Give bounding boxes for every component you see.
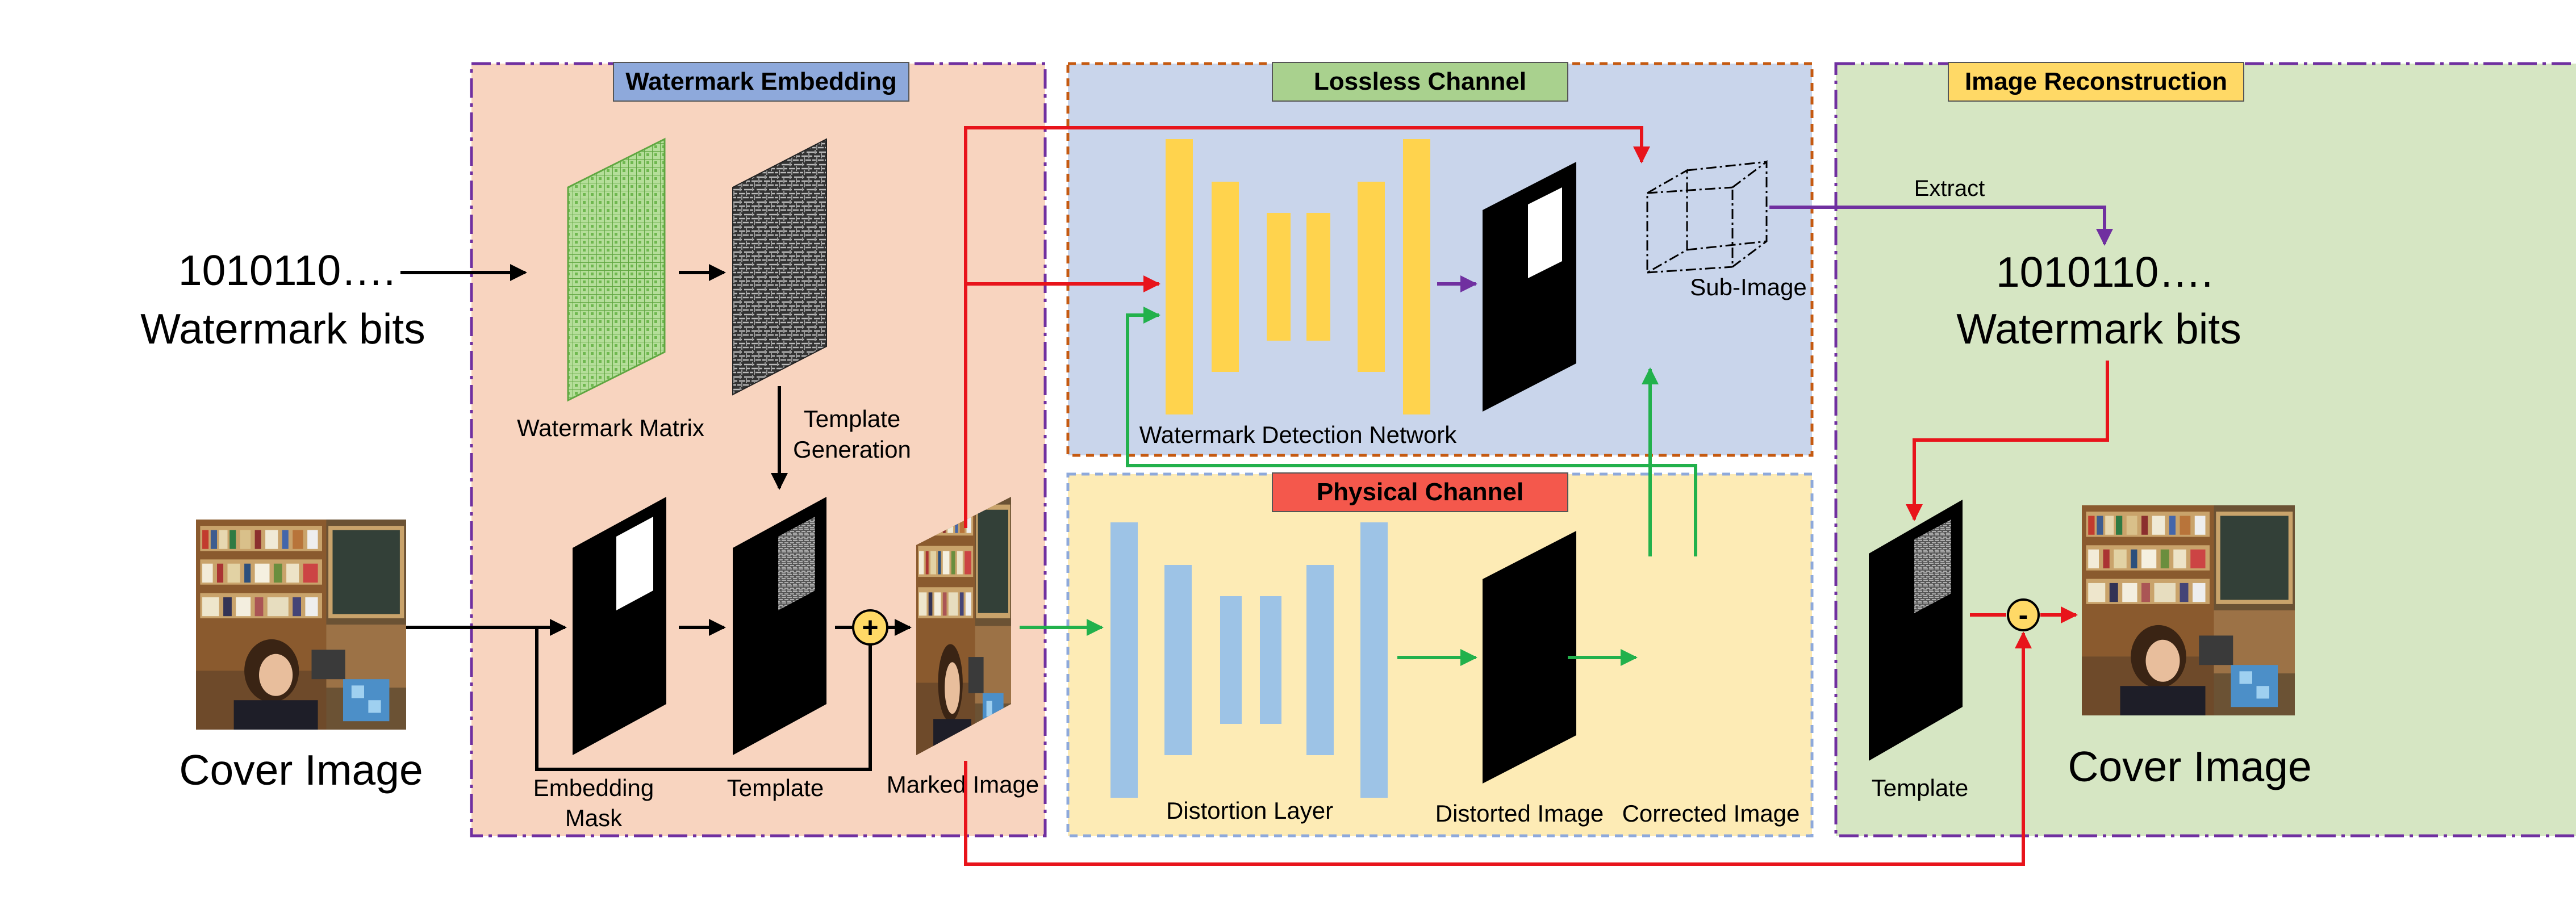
extracted-bits-value: 1010110…. — [1996, 248, 2213, 296]
input-bits-value: 1010110…. — [178, 246, 395, 294]
extract-label: Extract — [1914, 176, 1985, 201]
template-generation-label-1: Template — [804, 405, 900, 432]
embedding-mask-hole — [616, 517, 653, 610]
distorted-image-label: Distorted Image — [1435, 800, 1604, 827]
recovered-cover-label: Cover Image — [2068, 743, 2311, 790]
template-generation-label-2: Generation — [793, 436, 911, 463]
lossless-title-box — [1272, 62, 1568, 102]
watermark-matrix-icon — [567, 137, 666, 402]
embedding-title-box — [613, 62, 909, 102]
red-arrows — [964, 126, 2109, 866]
physical-title-box — [1272, 472, 1568, 512]
sub-image-label: Sub-Image — [1690, 274, 1806, 300]
add-symbol: + — [862, 612, 878, 643]
corrected-image-label: Corrected Image — [1622, 800, 1800, 827]
distortion-layer-label: Distortion Layer — [1166, 797, 1333, 824]
sub-image-crop — [1646, 160, 1768, 274]
cover-image-input — [196, 520, 406, 730]
reconstruction-title-box — [1948, 62, 2244, 102]
cover-image-label: Cover Image — [179, 746, 423, 794]
subtract-icon — [2007, 598, 2040, 631]
distortion-layer-icon — [1110, 522, 1388, 798]
embedding-mask-label-1: Embedding — [533, 774, 654, 801]
template-label: Template — [727, 774, 824, 801]
marked-image-label: Marked Image — [887, 771, 1039, 798]
template-pattern-insert — [778, 517, 815, 610]
lossless-title: Lossless Channel — [1314, 68, 1526, 95]
watermark-matrix-label: Watermark Matrix — [517, 414, 704, 441]
recon-template-insert — [1914, 520, 1951, 613]
detected-mask-hole — [1528, 187, 1562, 278]
reconstruction-title: Image Reconstruction — [1965, 68, 2227, 95]
recovered-cover-image — [2082, 505, 2295, 715]
template-pattern-icon — [732, 138, 827, 396]
physical-title: Physical Channel — [1317, 478, 1523, 506]
distorted-frame — [1483, 531, 1576, 784]
detection-network-label: Watermark Detection Network — [1139, 421, 1458, 448]
purple-arrows — [1437, 206, 2113, 292]
input-bits-label: Watermark bits — [140, 305, 425, 353]
detection-network-icon — [1166, 139, 1430, 414]
physical-panel — [1066, 472, 1814, 837]
subtract-symbol: - — [2019, 599, 2028, 631]
embedding-mask-label-2: Mask — [565, 805, 623, 831]
green-arrows — [1020, 307, 1697, 666]
recon-template-label: Template — [1872, 774, 1968, 801]
black-arrows — [400, 264, 912, 771]
embedding-title: Watermark Embedding — [625, 68, 897, 95]
extracted-bits-label: Watermark bits — [1956, 305, 2241, 353]
